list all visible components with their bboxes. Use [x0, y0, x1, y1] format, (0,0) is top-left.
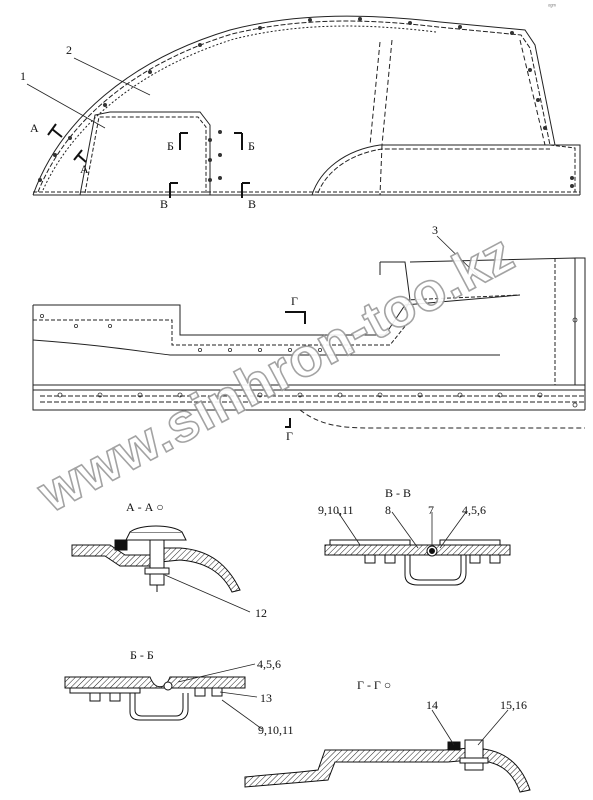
canopy-rivets	[38, 17, 574, 188]
callout-4-5-6-vv: 4,5,6	[462, 503, 486, 517]
callout-9-10-11-bb: 9,10,11	[258, 723, 294, 737]
callout-1: 1	[20, 69, 26, 83]
callout-4-5-6-bb: 4,5,6	[257, 657, 281, 671]
section-mark-g-bottom: Г	[286, 429, 293, 443]
section-mark-v-right: В	[248, 197, 257, 211]
section-mark-g-top: Г	[291, 294, 298, 308]
canopy-view	[32, 15, 581, 196]
corner-code: ᵒᵍᵐ	[548, 4, 556, 10]
section-mark-v-left: В	[160, 197, 169, 211]
callout-13: 13	[260, 691, 272, 705]
callout-12: 12	[255, 606, 267, 620]
section-title-gg: Г - Г ○	[357, 678, 392, 692]
callout-14: 14	[426, 698, 438, 712]
callout-9-10-11-vv: 9,10,11	[318, 503, 354, 517]
section-mark-a-top: А	[30, 121, 39, 135]
leader-lines-bb	[177, 663, 263, 730]
side-panel-holes	[40, 313, 578, 408]
callout-3: 3	[432, 223, 438, 237]
leader-line-12	[164, 574, 251, 613]
leader-lines-vv	[337, 511, 467, 549]
section-mark-b-left: Б	[167, 139, 174, 153]
section-title-aa: А - А ○	[126, 500, 164, 514]
callout-2: 2	[66, 43, 72, 57]
leader-lines-upper	[26, 57, 151, 129]
side-panel-view	[32, 257, 586, 429]
leader-lines-gg	[431, 709, 509, 746]
section-gg	[244, 739, 531, 793]
section-title-vv: В - В	[385, 486, 412, 500]
section-mark-b-right: Б	[248, 139, 255, 153]
section-title-bb: Б - Б	[130, 648, 154, 662]
side-panel-section-markers	[285, 311, 306, 428]
section-mark-a-bottom: А	[80, 162, 89, 176]
circle-symbol-icon: ○	[153, 500, 164, 514]
callout-15-16: 15,16	[500, 698, 527, 712]
circle-symbol-icon: ○	[380, 678, 392, 692]
section-bb	[64, 676, 246, 721]
canopy-section-markers	[47, 123, 250, 198]
section-aa	[71, 525, 241, 593]
callout-8: 8	[385, 503, 391, 517]
leader-line-3	[436, 235, 479, 277]
callout-7: 7	[428, 503, 434, 517]
